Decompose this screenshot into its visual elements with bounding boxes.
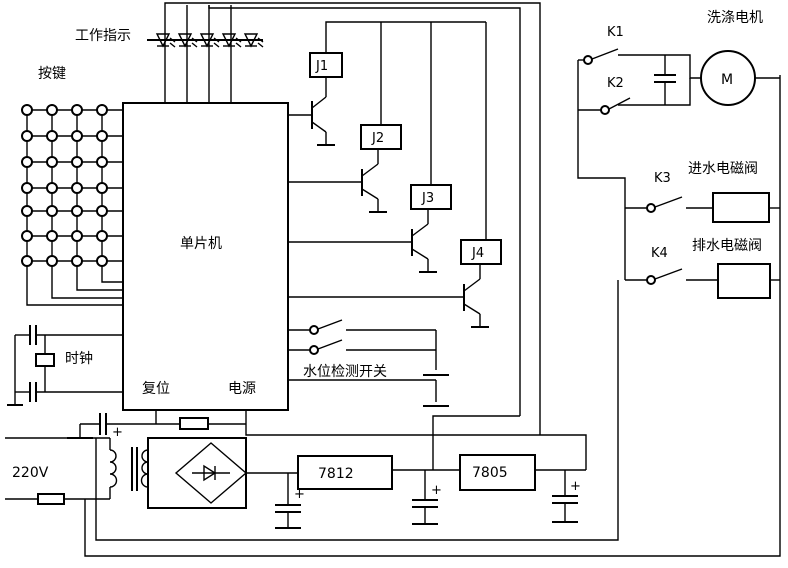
regulator-7805-label: 7805 — [472, 465, 508, 481]
wash-motor-label: 洗涤电机 — [707, 10, 763, 26]
clock-crystal — [7, 325, 123, 406]
led-icon — [221, 33, 242, 48]
key-node — [71, 205, 83, 217]
wash-motor: M — [618, 50, 780, 106]
relay-j4: J4 — [460, 239, 502, 265]
key-node — [46, 205, 58, 217]
relay-j3: J3 — [410, 184, 452, 210]
key-node — [46, 130, 58, 142]
key-node — [46, 156, 58, 168]
transistor-q1 — [288, 77, 335, 146]
mcu-block — [122, 102, 289, 411]
key-node — [46, 182, 58, 194]
key-node — [71, 104, 83, 116]
switch-common-line — [577, 60, 626, 280]
svg-text:M: M — [721, 72, 733, 88]
key-node — [96, 104, 108, 116]
indicator-leds — [147, 5, 264, 103]
reset-label: 复位 — [142, 380, 170, 397]
svg-text:K3: K3 — [654, 171, 671, 186]
key-node — [46, 104, 58, 116]
key-node — [71, 130, 83, 142]
key-node — [96, 230, 108, 242]
key-node — [71, 255, 83, 267]
relay-j2: J2 — [360, 124, 402, 150]
water-level-switch — [288, 319, 449, 407]
key-node — [71, 182, 83, 194]
power-label: 电源 — [228, 381, 256, 397]
transistor-q3 — [288, 209, 437, 273]
work-indicator-label: 工作指示 — [75, 28, 131, 44]
switch-k1: K1 — [578, 25, 624, 65]
keypad-matrix — [21, 104, 123, 306]
switch-k3: K3 — [625, 171, 713, 213]
switch-k4: K4 — [625, 246, 718, 285]
water-level-switch-label: 水位检测开关 — [303, 364, 387, 380]
regulator-7812-label: 7812 — [318, 466, 354, 482]
key-node — [21, 230, 33, 242]
key-node — [21, 130, 33, 142]
led-icon — [243, 33, 264, 48]
key-node — [46, 255, 58, 267]
key-node — [96, 156, 108, 168]
svg-text:+: + — [294, 487, 305, 502]
key-node — [96, 130, 108, 142]
key-node — [96, 182, 108, 194]
key-node — [21, 255, 33, 267]
relay-supply-rails — [164, 2, 541, 435]
svg-text:K1: K1 — [607, 25, 624, 40]
key-node — [21, 104, 33, 116]
clock-label: 时钟 — [65, 350, 93, 367]
mcu-label: 单片机 — [180, 236, 222, 252]
drain-valve-label: 排水电磁阀 — [692, 238, 762, 254]
svg-text:J1: J1 — [315, 59, 328, 74]
svg-text:+: + — [431, 483, 442, 498]
inlet-valve-label: 进水电磁阀 — [688, 161, 758, 177]
svg-text:J4: J4 — [471, 246, 484, 261]
mains-label: 220V — [12, 465, 49, 481]
relay-j1: J1 — [309, 21, 350, 78]
transistor-q2 — [288, 149, 387, 213]
led-icon — [177, 33, 198, 48]
led-icon — [155, 33, 176, 48]
inlet-valve — [712, 192, 780, 223]
key-node — [21, 156, 33, 168]
svg-text:K2: K2 — [607, 76, 624, 91]
key-node — [71, 230, 83, 242]
key-node — [21, 182, 33, 194]
key-node — [96, 255, 108, 267]
drain-valve — [717, 263, 780, 299]
led-icon — [199, 33, 220, 48]
transistor-q4 — [288, 264, 489, 328]
svg-text:J3: J3 — [421, 191, 434, 206]
svg-text:+: + — [112, 425, 123, 440]
key-node — [21, 205, 33, 217]
key-node — [46, 230, 58, 242]
svg-text:+: + — [570, 479, 581, 494]
power-supply: 7812 7805 + + + — [5, 75, 781, 557]
switch-k2: K2 — [578, 76, 631, 115]
keys-label: 按键 — [38, 66, 66, 82]
reset-circuit: + — [67, 410, 247, 440]
key-node — [96, 205, 108, 217]
svg-text:J2: J2 — [371, 131, 384, 146]
key-node — [71, 156, 83, 168]
svg-text:K4: K4 — [651, 246, 668, 261]
